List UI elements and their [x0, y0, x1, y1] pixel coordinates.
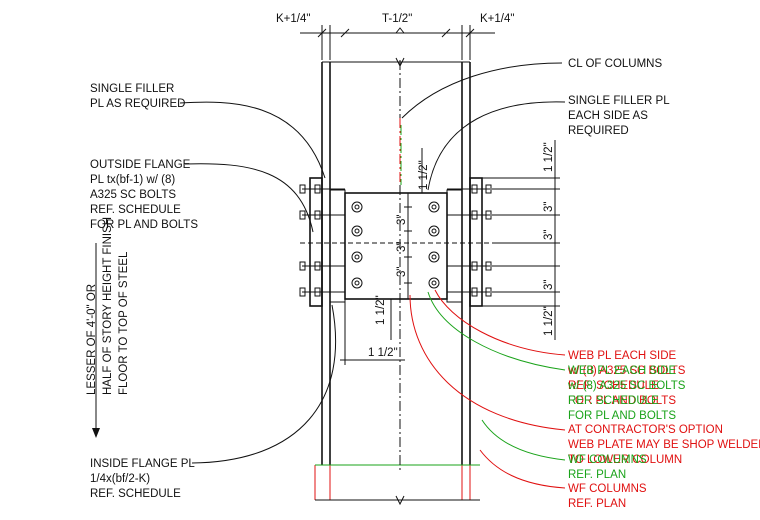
web-splice-plate: 3" 3" 3" 1 1/2" 1 1/2": [344, 148, 448, 340]
dim-gage-1: 3": [396, 215, 408, 225]
top-dimension-string: K+1/4" T-1/2" K+1/4": [276, 13, 514, 60]
svg-text:CL OF COLUMNS: CL OF COLUMNS: [568, 58, 662, 70]
dim-t-half: T-1/2": [382, 13, 412, 25]
svg-text:FOR PL AND BOLTS: FOR PL AND BOLTS: [90, 219, 198, 231]
note-inside-flange: INSIDE FLANGE PL 1/4x(bf/2-K) REF. SCHED…: [90, 304, 337, 500]
svg-text:SINGLE FILLER PL: SINGLE FILLER PL: [568, 95, 670, 107]
svg-text:PL AS REQUIRED: PL AS REQUIRED: [90, 98, 185, 110]
svg-text:w/ (8) A325 SC BOLTS: w/ (8) A325 SC BOLTS: [567, 380, 686, 392]
svg-text:1/4x(bf/2-K): 1/4x(bf/2-K): [90, 473, 150, 485]
dim-right-edge-top: 1 1/2": [543, 142, 555, 172]
note-single-filler-each-side: SINGLE FILLER PL EACH SIDE AS REQUIRED: [427, 95, 670, 191]
svg-text:WEB PLATE MAY BE SHOP WELDED: WEB PLATE MAY BE SHOP WELDED: [568, 439, 760, 451]
svg-text:WF COLUMNS: WF COLUMNS: [568, 483, 647, 495]
svg-text:OUTSIDE FLANGE: OUTSIDE FLANGE: [90, 159, 191, 171]
note-contractor-option-red: AT CONTRACTOR'S OPTION WEB PLATE MAY BE …: [409, 294, 760, 466]
dim-gage-3: 3": [396, 267, 408, 277]
svg-text:LESSER OF 4'-0" OR: LESSER OF 4'-0" OR: [86, 284, 98, 395]
dim-edge-bottom: 1 1/2": [375, 295, 387, 325]
flange-plates: [299, 177, 492, 307]
svg-text:AT CONTRACTOR'S OPTION: AT CONTRACTOR'S OPTION: [568, 424, 723, 436]
dim-k-right: K+1/4": [480, 13, 514, 25]
svg-text:WEB PL EACH SIDE: WEB PL EACH SIDE: [568, 365, 677, 377]
svg-text:HALF OF STORY HEIGHT FINISH: HALF OF STORY HEIGHT FINISH: [102, 217, 114, 395]
svg-text:REQUIRED: REQUIRED: [568, 125, 629, 137]
web-bolt-group: [351, 201, 440, 289]
note-outside-flange: OUTSIDE FLANGE PL tx(bf-1) w/ (8) A325 S…: [90, 159, 314, 233]
svg-text:TO LOWER COLUMN: TO LOWER COLUMN: [568, 454, 682, 466]
dim-bottom-edge: 1 1/2": [368, 347, 398, 359]
svg-text:REF. SCHEDULE: REF. SCHEDULE: [568, 395, 659, 407]
dim-edge-top: 1 1/2": [418, 160, 430, 190]
svg-text:REF. PLAN: REF. PLAN: [568, 469, 626, 481]
flange-bolts-right: [447, 184, 492, 297]
lower-column-revision: [314, 464, 480, 506]
svg-text:w/ (8) A325 SC BOLTS: w/ (8) A325 SC BOLTS: [567, 365, 686, 377]
note-web-pl-green: WEB PL EACH SIDE w/ (8) A325 SC BOLTS RE…: [427, 291, 686, 422]
svg-text:INSIDE FLANGE PL: INSIDE FLANGE PL: [90, 458, 195, 470]
note-splice-location: LESSER OF 4'-0" OR HALF OF STORY HEIGHT …: [86, 217, 130, 438]
dim-k-left: K+1/4": [276, 13, 310, 25]
svg-text:REF. SCHEDULE: REF. SCHEDULE: [90, 488, 181, 500]
svg-text:REF. SCHEDULE: REF. SCHEDULE: [90, 204, 181, 216]
note-wf-columns-red: WF COLUMNS REF. PLAN: [479, 449, 647, 510]
break-mark-top: [395, 27, 405, 34]
dim-right-pitch-2: 3": [543, 230, 555, 240]
svg-text:WEB PL EACH SIDE: WEB PL EACH SIDE: [568, 350, 677, 362]
svg-text:WF COLUMNS: WF COLUMNS: [568, 454, 647, 466]
note-single-filler: SINGLE FILLER PL AS REQUIRED: [90, 83, 326, 179]
svg-text:FLOOR TO TOP OF STEEL: FLOOR TO TOP OF STEEL: [118, 251, 130, 395]
note-wf-columns-green: WF COLUMNS REF. PLAN: [481, 419, 647, 481]
right-dimension-string: 1 1/2" 3" 3" 3" 1 1/2": [482, 140, 560, 340]
svg-text:REF. PLAN: REF. PLAN: [568, 498, 626, 510]
note-web-pl-red: WEB PL EACH SIDE w/ (8) A325 SC BOLTS RE…: [434, 289, 686, 407]
svg-text:FOR PL AND BOLTS: FOR PL AND BOLTS: [568, 395, 676, 407]
bottom-edge-dimension: 1 1/2": [340, 299, 405, 365]
svg-text:EACH SIDE AS: EACH SIDE AS: [568, 110, 648, 122]
note-cl-columns: CL OF COLUMNS: [401, 58, 662, 119]
flange-bolts-left: [299, 184, 345, 297]
svg-text:SINGLE FILLER: SINGLE FILLER: [90, 83, 174, 95]
centerline: [399, 60, 402, 470]
dim-right-pitch-3: 3": [543, 280, 555, 290]
svg-text:REF. SCHEDULE: REF. SCHEDULE: [568, 380, 659, 392]
dim-right-edge-bottom: 1 1/2": [543, 306, 555, 336]
svg-text:A325 SC BOLTS: A325 SC BOLTS: [90, 189, 176, 201]
svg-text:PL tx(bf-1) w/ (8): PL tx(bf-1) w/ (8): [90, 174, 175, 186]
dim-right-pitch-1: 3": [543, 202, 555, 212]
dim-gage-2: 3": [396, 242, 408, 252]
svg-text:FOR PL AND BOLTS: FOR PL AND BOLTS: [568, 410, 676, 422]
